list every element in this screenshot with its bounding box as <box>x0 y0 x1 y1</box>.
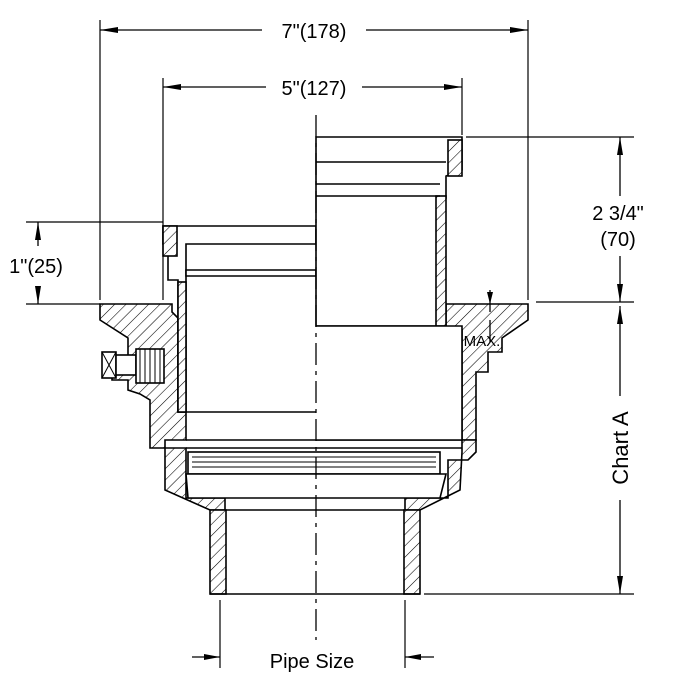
height-label-line1: 2 3/4" <box>592 203 644 225</box>
pipe-size-label: Pipe Size <box>270 651 355 673</box>
dim-height <box>466 136 634 303</box>
dim-chart <box>424 306 634 595</box>
dim-pipe <box>192 600 434 668</box>
max-label: MAX. <box>464 333 501 350</box>
adjustable-top <box>162 136 463 441</box>
dim-overall-width <box>99 20 529 300</box>
dim-max <box>487 290 493 342</box>
overall-width-label: 7"(178) <box>282 21 347 43</box>
top-width-label: 5"(127) <box>282 78 347 100</box>
flange-label: 1"(25) <box>9 256 63 278</box>
chart-label: Chart A <box>608 411 633 485</box>
set-screw <box>101 348 165 384</box>
dim-top-width <box>162 78 463 300</box>
height-label-line2: (70) <box>600 229 636 251</box>
outlet-pipe <box>209 509 421 595</box>
drain-inner-lines <box>185 439 462 499</box>
dim-flange <box>26 221 163 305</box>
